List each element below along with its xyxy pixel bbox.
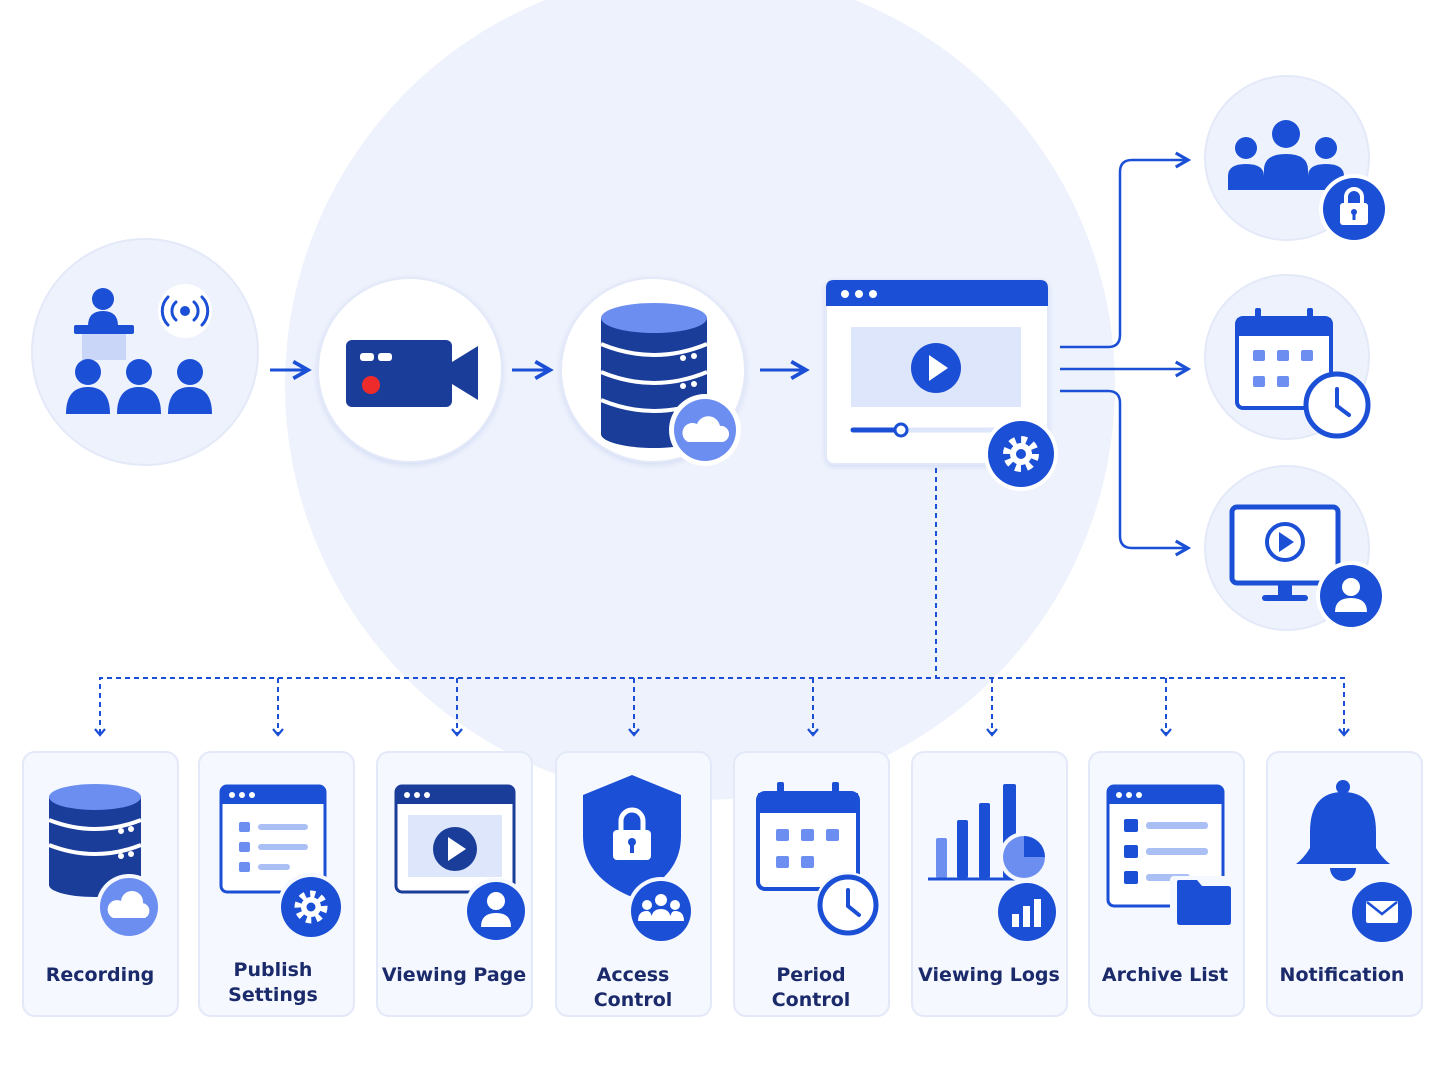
database-cloud-icon bbox=[600, 303, 741, 466]
feature-label-notification: Notification bbox=[1279, 964, 1405, 986]
feature-card-viewing-page[interactable] bbox=[376, 751, 533, 1017]
window-play-user-icon bbox=[394, 784, 529, 944]
feature-connectors bbox=[99, 468, 1345, 734]
feature-label-access-control: Access Control bbox=[593, 964, 673, 1011]
feature-label-archive-list: Archive List bbox=[1101, 964, 1229, 986]
feature-arrowheads bbox=[94, 728, 1350, 737]
output-viewer bbox=[1204, 465, 1386, 631]
pipeline-storage bbox=[560, 277, 746, 466]
output-group-access bbox=[1204, 75, 1389, 244]
feature-card-archive-list[interactable] bbox=[1088, 751, 1245, 1017]
feature-label-period-control: Period Control bbox=[771, 964, 851, 1011]
group-lock-icon bbox=[1228, 120, 1389, 244]
calendar-clock-icon bbox=[756, 782, 881, 938]
feature-card-publish-settings[interactable] bbox=[198, 751, 355, 1017]
shield-lock-group-icon bbox=[583, 775, 695, 945]
presenter-audience-icon bbox=[66, 284, 212, 414]
feature-label-viewing-page: Viewing Page bbox=[381, 964, 527, 986]
feature-card-access-control[interactable] bbox=[555, 751, 712, 1017]
output-connectors bbox=[1060, 151, 1192, 557]
calendar-clock-icon bbox=[1235, 308, 1371, 439]
window-list-folder-icon bbox=[1106, 784, 1238, 928]
pipeline-live-event bbox=[31, 238, 259, 466]
database-cloud-icon bbox=[48, 784, 162, 940]
window-list-gear-icon bbox=[219, 784, 345, 941]
feature-card-recording[interactable] bbox=[22, 751, 179, 1017]
gear-icon bbox=[984, 417, 1058, 491]
monitor-user-icon bbox=[1229, 504, 1386, 631]
feature-card-period-control[interactable] bbox=[733, 751, 890, 1017]
pipeline-camera bbox=[317, 277, 503, 463]
bell-mail-icon bbox=[1296, 780, 1417, 947]
feature-label-recording: Recording bbox=[45, 964, 155, 986]
feature-card-viewing-logs[interactable] bbox=[911, 751, 1068, 1017]
pipeline-video-player bbox=[825, 279, 1058, 491]
video-camera-icon bbox=[346, 340, 478, 407]
feature-label-publish-settings: Publish Settings bbox=[228, 959, 318, 1006]
feature-label-viewing-logs: Viewing Logs bbox=[918, 964, 1060, 986]
feature-card-notification[interactable] bbox=[1266, 751, 1423, 1017]
bar-chart-icon bbox=[928, 784, 1060, 945]
output-schedule bbox=[1204, 274, 1371, 440]
